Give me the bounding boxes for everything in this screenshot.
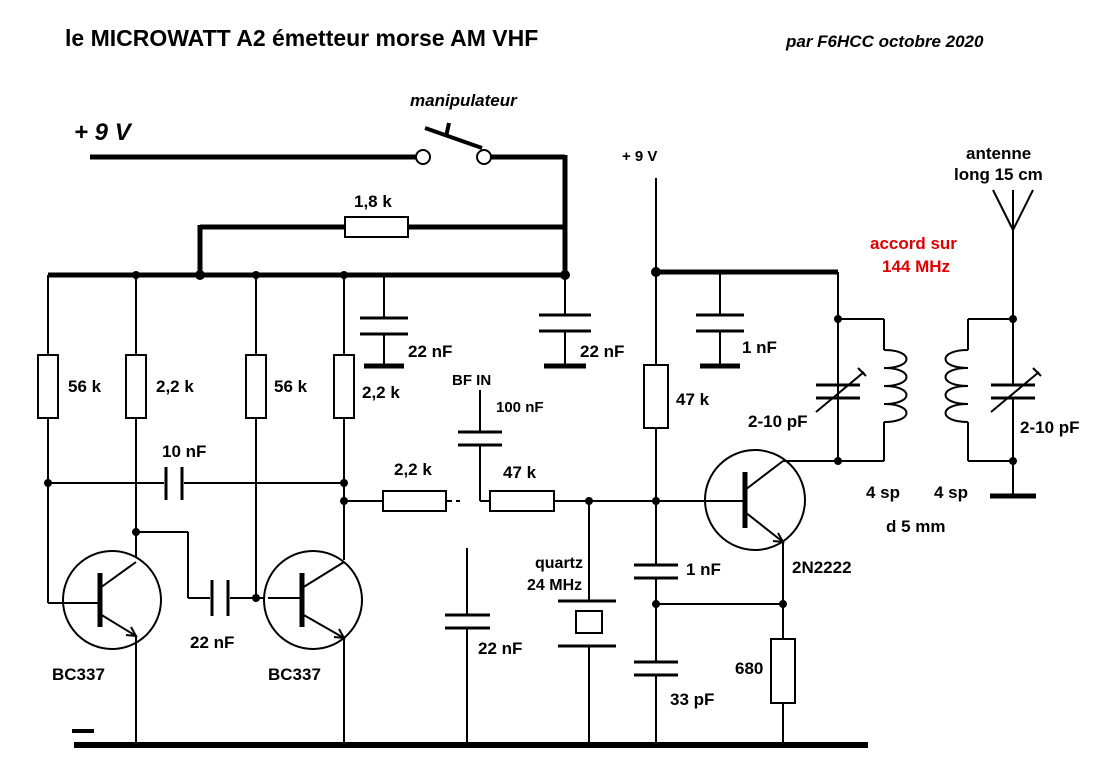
label-r-47k-v: 47 k (676, 390, 710, 409)
resistor-56k-a: 56 k (37, 275, 102, 603)
label-c-33pf: 33 pF (670, 690, 714, 709)
modulation-path: 2,2 k BF IN 100 nF 47 k (340, 372, 706, 512)
resistor-47k-bias: 47 k (643, 364, 710, 565)
tune-label-line2: 144 MHz (882, 257, 950, 276)
tank-circuit-right: 2-10 pF 4 sp d 5 mm (886, 230, 1080, 536)
label-c-10nf: 10 nF (162, 442, 206, 461)
label-cv-left: 2-10 pF (748, 412, 808, 431)
label-coil-right: 4 sp (934, 483, 968, 502)
capacitor-22nf-ground: 22 nF (445, 548, 522, 745)
supply-rail-main: + 9 V (74, 119, 568, 278)
multivibrator-links: 10 nF 22 nF (44, 442, 348, 652)
label-c-1nf-mid: 1 nF (686, 560, 721, 579)
label-antenna-length: long 15 cm (954, 165, 1043, 184)
label-r-47k-h: 47 k (503, 463, 537, 482)
label-c-22nf-b: 22 nF (580, 342, 624, 361)
antenna: antenne long 15 cm (954, 144, 1043, 231)
label-c-100nf: 100 nF (496, 399, 544, 416)
resistor-56k-b: 56 k (245, 275, 308, 598)
label-bf-in: BF IN (452, 372, 491, 389)
label-r-680: 680 (735, 659, 763, 678)
label-r-2-2k-b: 2,2 k (362, 383, 400, 402)
author-credit: par F6HCC octobre 2020 (785, 32, 984, 51)
supply-label-main: + 9 V (74, 119, 133, 146)
capacitor-33pf: 33 pF (634, 660, 714, 745)
tank-circuit-left: 2-10 pF 4 sp (748, 272, 908, 502)
label-cv-right: 2-10 pF (1020, 418, 1080, 437)
resistor-680: 680 (735, 638, 796, 745)
title: le MICROWATT A2 émetteur morse AM VHF (65, 25, 538, 51)
label-c-1nf-top: 1 nF (742, 338, 777, 357)
morse-key-switch: manipulateur (410, 91, 518, 165)
label-q-bc337-b: BC337 (268, 665, 321, 684)
capacitor-22nf-decouple-a: 22 nF (360, 275, 452, 369)
ground-bus (72, 729, 868, 748)
label-coil-diameter: d 5 mm (886, 517, 946, 536)
label-q-2n2222: 2N2222 (792, 558, 852, 577)
label-quartz: quartz (535, 555, 583, 572)
label-coil-left: 4 sp (866, 483, 900, 502)
label-c-22nf-mid: 22 nF (190, 633, 234, 652)
label-r-2-2k-h: 2,2 k (394, 460, 432, 479)
label-quartz-freq: 24 MHz (527, 577, 582, 594)
key-label: manipulateur (410, 91, 518, 110)
capacitor-22nf-decouple-b: 22 nF (539, 278, 624, 369)
label-r-56k-a: 56 k (68, 377, 102, 396)
resistor-2-2k-a: 2,2 k (125, 275, 194, 560)
label-r-2-2k-a: 2,2 k (156, 377, 194, 396)
label-c-22nf-a: 22 nF (408, 342, 452, 361)
label-r-56k-b: 56 k (274, 377, 308, 396)
tuning-note: accord sur 144 MHz (870, 234, 957, 276)
supply-label-right: + 9 V (622, 148, 657, 165)
transistor-bc337-b: BC337 (263, 550, 363, 745)
tune-label-line1: accord sur (870, 234, 957, 253)
transistor-2n2222: 2N2222 (704, 449, 852, 639)
capacitor-1nf-feedback: 1 nF (634, 560, 787, 662)
resistor-2-2k-b: 2,2 k (333, 275, 400, 560)
capacitor-1nf-decouple: 1 nF (696, 272, 777, 369)
supply-rail-left (48, 270, 570, 280)
transistor-bc337-a: BC337 (48, 550, 162, 745)
quartz-crystal: quartz 24 MHz (527, 501, 616, 745)
label-antenna: antenne (966, 144, 1031, 163)
supply-rail-right: + 9 V (622, 148, 838, 365)
resistor-1-8k: 1,8 k (197, 192, 565, 275)
label-q-bc337-a: BC337 (52, 665, 105, 684)
label-r-1-8k: 1,8 k (354, 192, 392, 211)
label-c-22nf-gnd: 22 nF (478, 639, 522, 658)
